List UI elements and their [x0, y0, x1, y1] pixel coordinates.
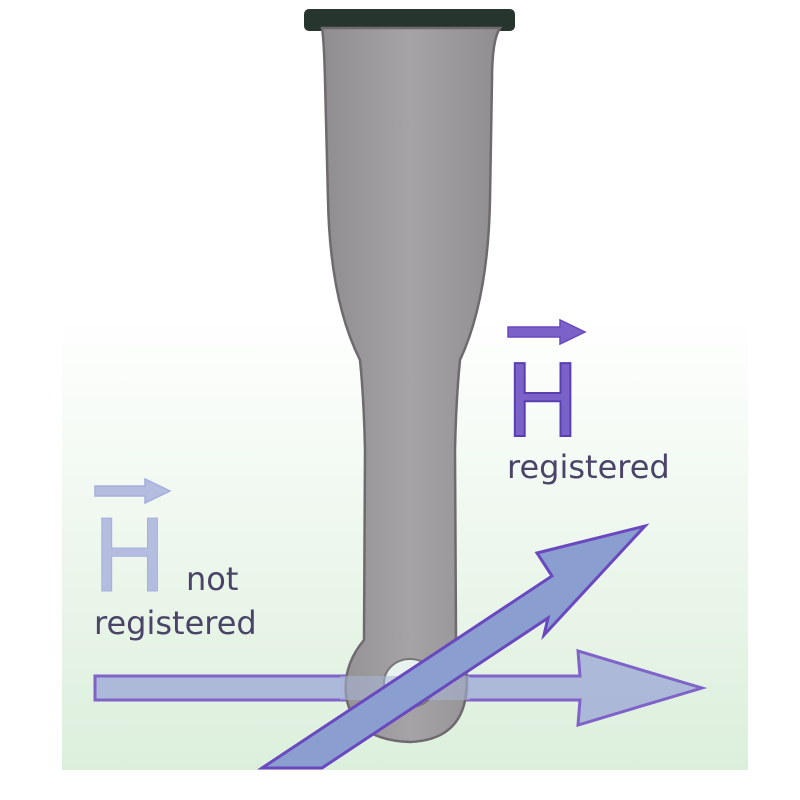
- not-registered-field-label: H not registered: [92, 477, 257, 642]
- handle-body: [320, 26, 503, 744]
- diagonal-field-arrow: [257, 523, 650, 770]
- vector-arrow-icon-light: [94, 477, 172, 505]
- registered-symbol: H: [505, 343, 580, 460]
- not-registered-text: registered: [94, 604, 257, 642]
- registered-text: registered: [507, 448, 670, 486]
- not-text: not: [186, 560, 238, 598]
- vector-arrow-icon: [507, 318, 587, 346]
- not-registered-symbol: H: [92, 498, 167, 615]
- handle-cap: [304, 9, 515, 31]
- registered-field-label: H registered: [504, 318, 670, 486]
